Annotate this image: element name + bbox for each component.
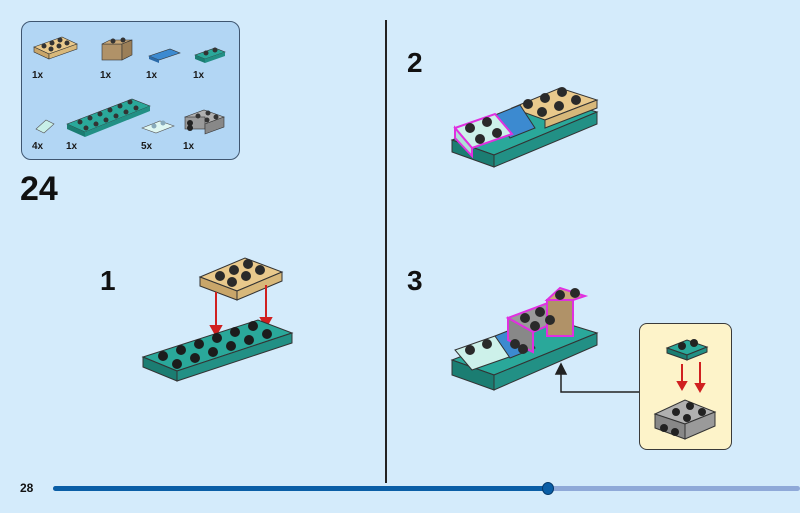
tan-plate-brick xyxy=(198,257,284,301)
dark-tan-brick-icon xyxy=(101,37,133,61)
step-group-number: 24 xyxy=(20,170,58,208)
callout-illustration xyxy=(653,339,717,440)
step-number-3: 3 xyxy=(407,265,423,296)
parts-list-panel: 1x 1x 1x 1x 4x 1x 5x 1x xyxy=(21,21,240,160)
part-qty: 1x xyxy=(183,141,195,152)
part-qty: 1x xyxy=(66,141,78,152)
part-qty: 1x xyxy=(146,70,158,81)
teal-plate-1x2-icon xyxy=(194,47,226,63)
blue-tile-icon xyxy=(148,48,181,63)
teal-plate-2x6-icon xyxy=(66,98,151,137)
trans-plate-icon xyxy=(141,120,175,134)
part-qty: 1x xyxy=(100,70,112,81)
part-qty: 1x xyxy=(193,70,205,81)
step-number-1: 1 xyxy=(100,265,116,296)
step-number-2: 2 xyxy=(407,47,423,78)
progress-knob xyxy=(542,482,555,495)
grey-plate-studs-side-icon xyxy=(184,109,225,135)
progress-fill xyxy=(53,486,549,491)
trans-slope-icon xyxy=(35,119,55,134)
part-qty: 4x xyxy=(32,141,44,152)
parts-illustrations xyxy=(33,36,226,137)
callout-pointer-arrow xyxy=(554,362,639,393)
arrow-icon xyxy=(676,362,706,394)
column-divider xyxy=(385,20,387,483)
part-qty: 1x xyxy=(32,70,44,81)
sub-assembly-callout xyxy=(639,323,732,450)
part-qty: 5x xyxy=(141,141,153,152)
page-number: 28 xyxy=(20,481,34,495)
teal-plate-2x6-brick xyxy=(141,319,294,382)
tan-plate-icon xyxy=(33,36,78,60)
